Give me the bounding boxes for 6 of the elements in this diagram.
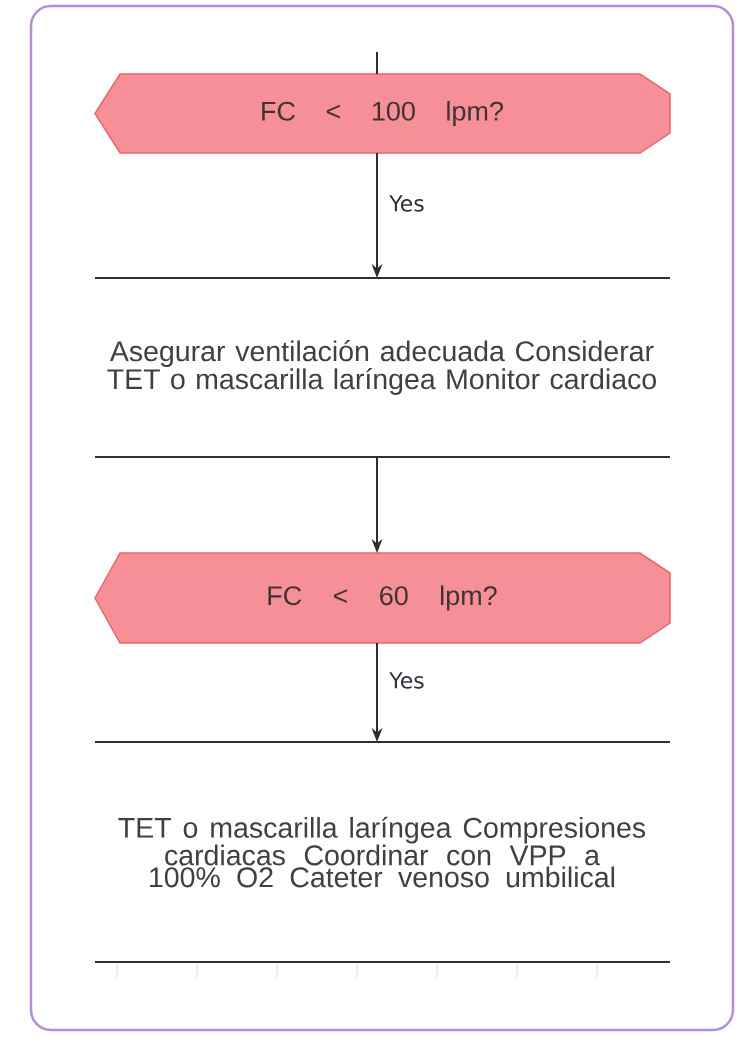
edge-label: Yes bbox=[388, 194, 426, 213]
decision-hexagon: FC < 60 lpm? bbox=[94, 552, 671, 644]
action-box: TET o mascarilla laríngea Compresiones cardiacas Coordinar con VPP a 100% O2 Cateter venoso umbilical bbox=[94, 741, 671, 963]
action-box: Asegurar ventilación adecuada Considerar TET o mascarilla laríngea Monitor cardiaco bbox=[94, 277, 671, 458]
decision-hexagon: FC < 100 lpm? bbox=[94, 73, 671, 154]
edge-label: Yes bbox=[388, 671, 426, 690]
